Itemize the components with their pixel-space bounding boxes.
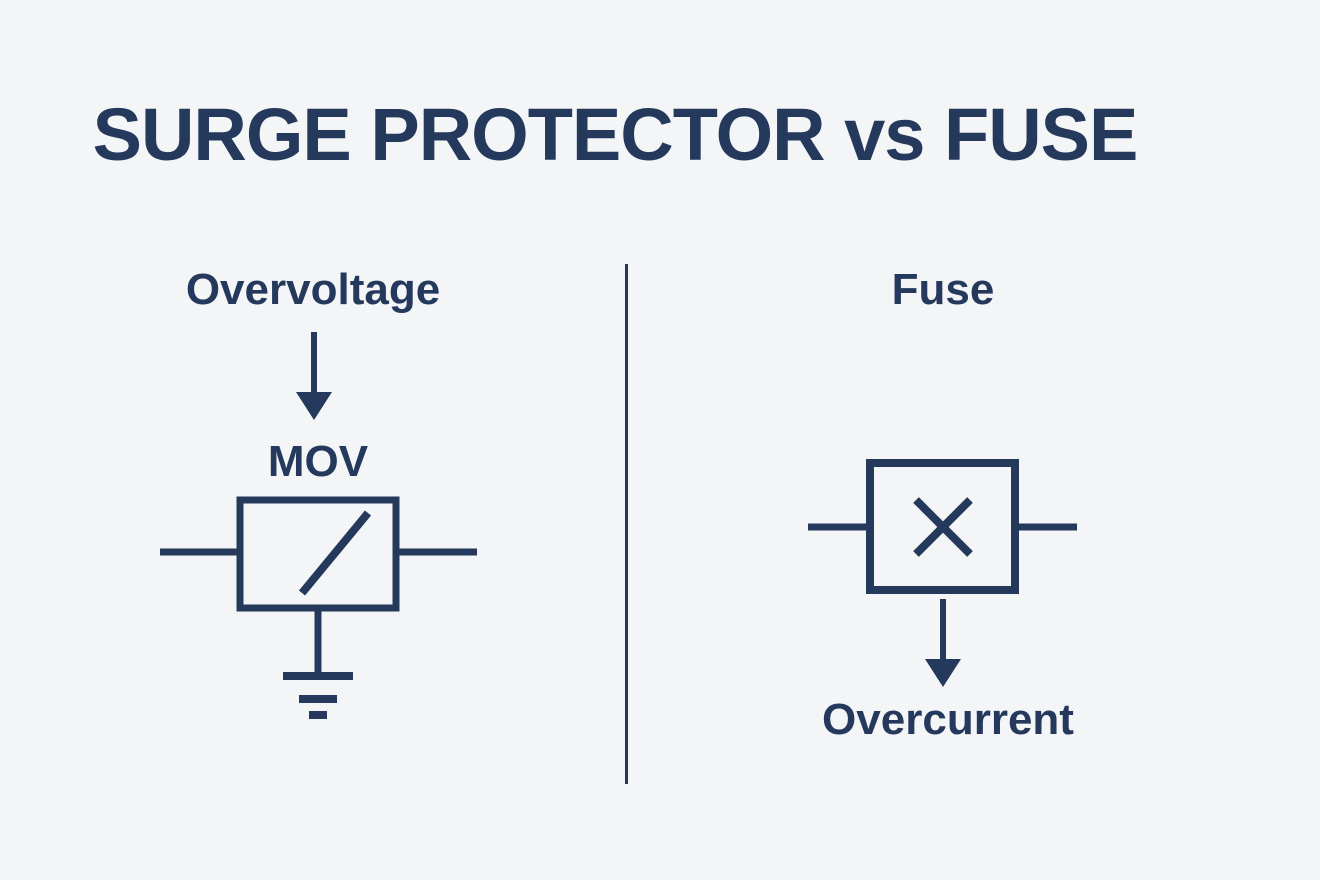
fuse-box bbox=[866, 459, 1019, 594]
varistor-box bbox=[236, 496, 400, 612]
down-arrow-icon bbox=[296, 332, 332, 420]
blown-fuse-symbol bbox=[808, 459, 1077, 594]
down-arrow-icon bbox=[925, 599, 961, 687]
fuse-label: Fuse bbox=[891, 265, 995, 314]
overvoltage-label: Overvoltage bbox=[185, 265, 441, 314]
varistor-ground-symbol bbox=[160, 496, 477, 719]
overcurrent-label: Overcurrent bbox=[822, 695, 1074, 744]
arrow-head bbox=[925, 659, 961, 687]
divider-line bbox=[625, 264, 628, 784]
mov-label: MOV bbox=[267, 437, 369, 486]
varistor-diagonal-stroke bbox=[298, 510, 372, 596]
x-mark-stroke-2 bbox=[913, 497, 973, 557]
page-title: SURGE PROTECTOR vs FUSE bbox=[92, 93, 1139, 176]
arrow-head bbox=[296, 392, 332, 420]
